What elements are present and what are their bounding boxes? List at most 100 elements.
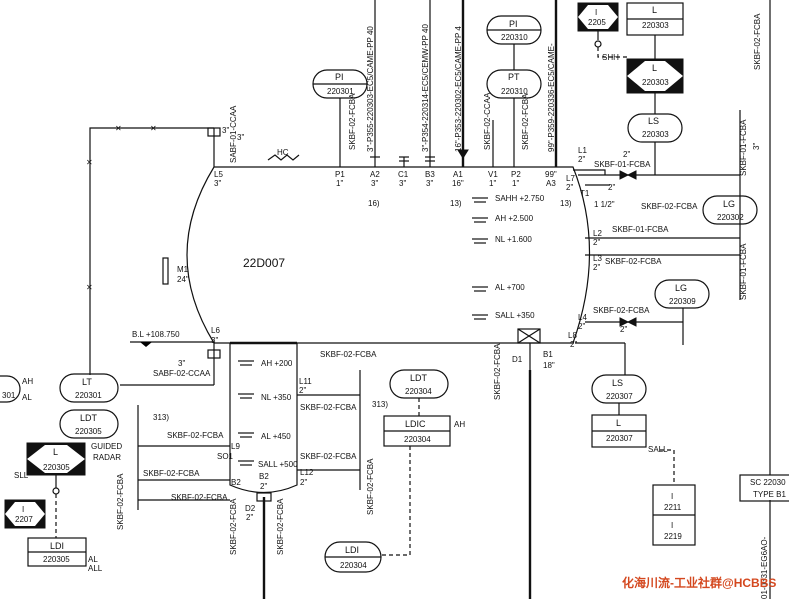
svg-text:2": 2" [623,150,630,159]
line-label: 99"-P359-220336-EC5/CAME- [547,43,556,152]
svg-text:L11: L11 [299,377,312,386]
manway-id: M1 [177,265,189,274]
line-label: 16"-P353-220302-EC5/CAME-PP 4 [454,26,463,152]
l-220303-black[interactable]: L 220303 [626,58,684,94]
svg-text:SKBF-02-FCBA: SKBF-02-FCBA [300,403,357,412]
svg-text:L3: L3 [593,254,602,263]
svg-text:GUIDED: GUIDED [91,442,122,451]
l-220307[interactable]: L 220307 [591,414,647,448]
svg-text:01-0331-EG6AO-: 01-0331-EG6AO- [760,536,769,599]
lg-220309[interactable]: LG 220309 [654,279,710,309]
elevation-marker: B.L +108.750 L6 3" [130,326,220,347]
svg-text:SKBF-01-FCBA: SKBF-01-FCBA [594,160,651,169]
nozzle-id: P2 [511,170,521,179]
ls-220307[interactable]: LS 220307 [591,374,647,404]
svg-text:B1: B1 [543,350,553,359]
svg-text:NL +1.600: NL +1.600 [495,235,532,244]
svg-text:AL: AL [22,393,32,402]
lg-220302[interactable]: LG 220302 [702,195,758,225]
i-2211-2219[interactable]: I 2211 I 2219 [652,484,696,546]
svg-text:2": 2" [300,478,307,487]
sc-box: SC 22030 TYPE B1 [739,474,789,502]
nozzle-id: C1 [398,170,409,179]
svg-text:SALL +350: SALL +350 [495,311,535,320]
svg-text:SKBF-02-FCBA: SKBF-02-FCBA [143,469,200,478]
l-220303-top[interactable]: L 220303 [626,2,684,36]
note-13: 13) [450,199,462,208]
top-lines: 3"-P355-220303-EC5/CAME-PP 40 3"-P354-22… [366,0,558,167]
svg-text:LDI: LDI [50,541,64,551]
svg-text:I: I [671,521,673,530]
svg-text:B.L +108.750: B.L +108.750 [132,330,180,339]
svg-text:2": 2" [593,238,600,247]
svg-text:220304: 220304 [340,561,367,570]
svg-text:SALL: SALL [648,445,668,454]
nozzle-size: 3" [399,179,406,188]
lt-220301[interactable]: LT 220301 [59,373,119,403]
svg-text:220307: 220307 [606,392,633,401]
svg-text:220304: 220304 [404,435,431,444]
svg-text:LDIC: LDIC [405,419,426,429]
pi-220310[interactable]: PI 220310 [486,15,542,45]
svg-text:PI: PI [509,19,518,29]
nozzle-size: 1" [336,179,343,188]
svg-text:SKBF-02-FCBA: SKBF-02-FCBA [493,343,502,400]
svg-text:L: L [652,63,657,73]
svg-text:AL +450: AL +450 [261,432,291,441]
boot-levels: AH +200 NL +350 AL +450 SALL +500 [238,359,298,469]
ldi-220305[interactable]: LDI 220305 [27,537,87,567]
svg-text:L2: L2 [593,229,602,238]
svg-text:AH: AH [454,420,465,429]
svg-text:LS: LS [648,116,659,126]
nozzle-id: V1 [488,170,498,179]
svg-text:220303: 220303 [642,78,669,87]
manway-flange [162,257,169,285]
svg-text:T1: T1 [580,189,590,198]
svg-text:220305: 220305 [43,555,70,564]
svg-text:3": 3" [752,143,761,150]
svg-text:LDI: LDI [345,545,359,555]
svg-text:2": 2" [570,340,577,349]
svg-text:2205: 2205 [588,18,606,27]
svg-text:AH: AH [22,377,33,386]
svg-text:SKBF-02-FCBA: SKBF-02-FCBA [366,458,375,515]
top-nozzle-labels: L5 3" P1 1" A2 3" C1 3" B3 3" A1 16" V1 … [214,170,572,208]
vessel-tag: 22D007 [243,256,285,270]
svg-text:220303: 220303 [642,21,669,30]
ldi-220304[interactable]: LDI 220304 [324,541,382,573]
ls-220303[interactable]: LS 220303 [627,113,683,143]
svg-text:I: I [671,492,673,501]
ldic-220304[interactable]: LDIC 220304 [383,415,451,447]
svg-text:L1: L1 [578,146,587,155]
svg-text:LDT: LDT [80,413,98,423]
i-2205[interactable]: I 2205 [577,2,619,32]
svg-text:L6: L6 [211,326,220,335]
svg-text:SAHH +2.750: SAHH +2.750 [495,194,545,203]
nozzle-size: 3" [371,179,378,188]
pt-220310[interactable]: PT 220310 [486,69,542,99]
svg-text:D1: D1 [512,355,523,364]
svg-text:SABF-01-CCAA: SABF-01-CCAA [229,105,238,163]
i-2207[interactable]: I 2207 [4,499,46,529]
svg-text:2": 2" [260,482,267,491]
svg-text:220303: 220303 [642,130,669,139]
svg-text:313): 313) [153,413,169,422]
svg-text:SLL: SLL [14,471,29,480]
svg-text:✕: ✕ [86,283,93,292]
svg-text:NL +350: NL +350 [261,393,292,402]
note-13: 13) [560,199,572,208]
nozzle-size: 99" [545,170,557,179]
svg-text:PI: PI [335,72,344,82]
ldt-220305[interactable]: LDT 220305 [59,409,119,439]
ldt-220304[interactable]: LDT 220304 [389,369,449,399]
nozzle-id: P1 [335,170,345,179]
svg-text:SKBF-02-FCBA: SKBF-02-FCBA [116,473,125,530]
l-220305[interactable]: L 220305 [26,442,86,476]
svg-text:SKBF-01-FCBA: SKBF-01-FCBA [612,225,669,234]
svg-text:220301: 220301 [327,87,354,96]
pi-220301[interactable]: PI 220301 [312,69,368,99]
svg-text:TYPE B1: TYPE B1 [753,490,786,499]
outlet-b1: B1 18" D1 SKBF-02-FCBA [493,328,555,599]
nozzle-size: 3" [426,179,433,188]
